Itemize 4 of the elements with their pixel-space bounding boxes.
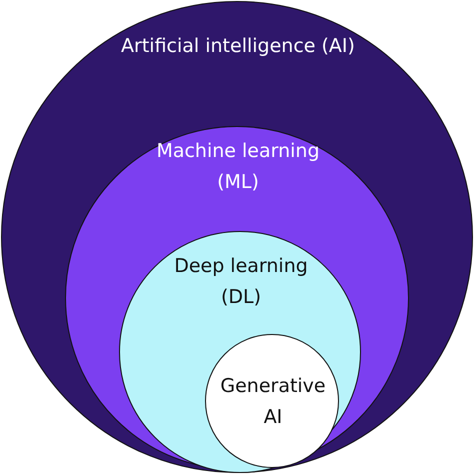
circle-label: Generative AI <box>219 374 327 430</box>
circle-label: Deep learning (DL) <box>173 254 309 310</box>
circle-label: Artificial intelligence (AI) <box>120 34 356 59</box>
circle-label: Machine learning (ML) <box>155 139 321 195</box>
